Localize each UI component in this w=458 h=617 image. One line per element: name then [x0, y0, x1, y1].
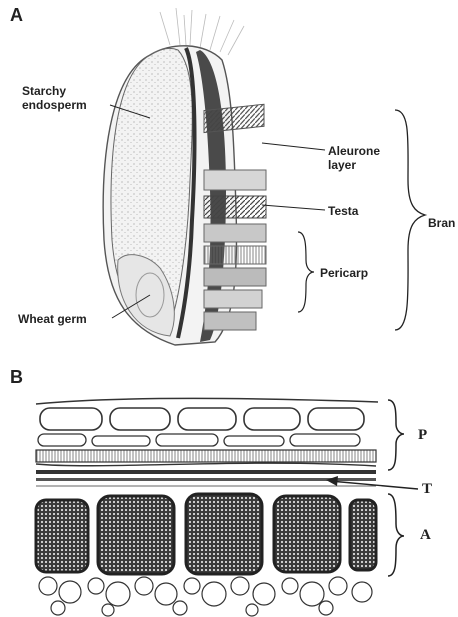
p-label: P [418, 428, 427, 442]
bran-brace [395, 110, 425, 330]
cross-section-illustration [36, 399, 378, 617]
t-arrow [326, 476, 418, 489]
testa-label: Testa [328, 204, 358, 218]
grain-illustration [103, 8, 266, 345]
bran-label: Bran [428, 216, 455, 230]
pericarp-label: Pericarp [320, 266, 368, 280]
a-label: A [420, 528, 431, 542]
panel-a-label: A [10, 8, 23, 22]
wheat-germ-label: Wheat germ [18, 312, 87, 326]
aleurone-layer-label: Aleurone layer [328, 144, 380, 172]
a-brace [388, 494, 404, 576]
p-brace [388, 400, 404, 470]
t-label: T [422, 482, 432, 496]
panel-b-label: B [10, 370, 23, 384]
pericarp-brace [298, 232, 314, 312]
starchy-endosperm-label: Starchy endosperm [22, 84, 87, 112]
